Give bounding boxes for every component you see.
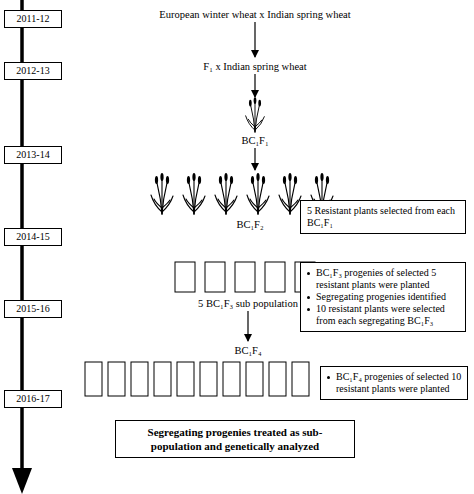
bullet-dot (307, 296, 310, 299)
flow-arrow (254, 22, 255, 57)
plant-icon (246, 97, 265, 132)
year-box: 2011-12 (4, 10, 62, 28)
generation-label: BC₁F₁ (241, 134, 268, 147)
generation-label: BC₁F₄ (234, 344, 261, 357)
box-text: 2016-17 (5, 391, 61, 407)
progeny-plot (235, 262, 255, 292)
flow-arrow (254, 148, 255, 170)
note-box: BC₁F₃ progenies of selected 5 resistant … (300, 262, 466, 332)
progeny-plot (292, 362, 309, 396)
bullet-dot (327, 376, 330, 379)
box-text: 2013-14 (5, 147, 61, 163)
box-text: Segregating progenies treated as sub-pop… (124, 425, 346, 453)
plant-icon (247, 173, 269, 214)
bullet-row: BC₁F₄ progenies of selected 10 resistant… (327, 371, 462, 395)
progeny-plot (246, 362, 263, 396)
bullet-row: 10 resistant plants were selected from e… (307, 303, 460, 327)
progeny-row-five (175, 262, 315, 292)
year-box: 2016-17 (4, 390, 62, 408)
timeline-head (12, 468, 32, 494)
plant-icon (279, 173, 301, 214)
bullet-row: BC₁F₃ progenies of selected 5 resistant … (307, 267, 460, 291)
cross-label: F₁ x Indian spring wheat (203, 60, 306, 73)
bullet-dot (307, 272, 310, 275)
plant-icon (183, 173, 205, 214)
box-text: 2012-13 (5, 63, 61, 79)
cross-label: European winter wheat x Indian spring wh… (159, 8, 350, 21)
generation-label: 5 BC₁F₃ sub population (198, 297, 298, 310)
progeny-plot (131, 362, 148, 396)
note-box: BC₁F₄ progenies of selected 10 resistant… (320, 366, 468, 400)
note-box: 5 Resistant plants selected from each BC… (300, 200, 466, 234)
progeny-plot (177, 362, 194, 396)
progeny-plot (154, 362, 171, 396)
flow-arrow (247, 311, 248, 341)
flow-arrow (254, 74, 255, 97)
progeny-plot (205, 262, 225, 292)
progeny-plot (200, 362, 217, 396)
year-box: 2015-16 (4, 300, 62, 318)
progeny-plot (175, 262, 195, 292)
summary-box: Segregating progenies treated as sub-pop… (115, 420, 355, 458)
plant-icon (215, 173, 237, 214)
box-text: 5 Resistant plants selected from each BC… (307, 205, 460, 229)
bullet-text: BC₁F₃ progenies of selected 5 resistant … (316, 267, 460, 291)
progeny-row-ten (85, 362, 309, 396)
progeny-plot (265, 262, 285, 292)
bullet-text: 10 resistant plants were selected from e… (316, 303, 460, 327)
year-box: 2012-13 (4, 62, 62, 80)
year-box: 2013-14 (4, 146, 62, 164)
generation-label: BC₁F₂ (236, 218, 263, 231)
progeny-plot (85, 362, 102, 396)
bullet-dot (307, 308, 310, 311)
progeny-plot (108, 362, 125, 396)
box-text: 2015-16 (5, 301, 61, 317)
progeny-plot (269, 362, 286, 396)
progeny-plot (223, 362, 240, 396)
year-box: 2014-15 (4, 228, 62, 246)
box-text: 2011-12 (5, 11, 61, 27)
bullet-text: BC₁F₄ progenies of selected 10 resistant… (336, 371, 462, 395)
plant-icon (151, 173, 173, 214)
box-text: 2014-15 (5, 229, 61, 245)
bullet-row: Segregating progenies identified (307, 291, 460, 303)
bullet-text: Segregating progenies identified (316, 291, 446, 303)
